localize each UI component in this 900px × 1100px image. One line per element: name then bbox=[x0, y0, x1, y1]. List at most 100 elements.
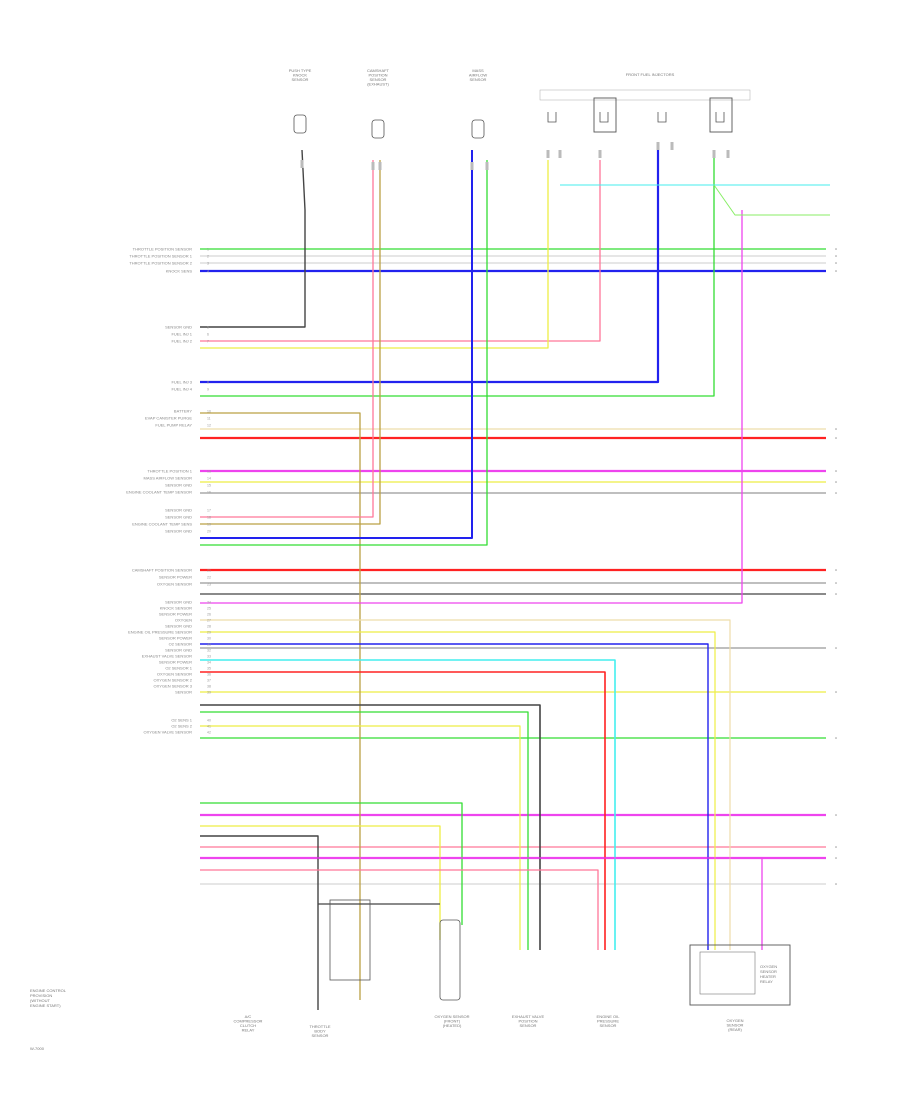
pin-number: 27 bbox=[207, 619, 211, 623]
component-label: SENSOR bbox=[312, 1033, 329, 1038]
pin-label: SENSOR GND bbox=[165, 624, 192, 629]
pin-label: SENSOR GND bbox=[165, 529, 192, 534]
pin-number: 10 bbox=[207, 410, 211, 414]
wire-end bbox=[835, 428, 837, 430]
wire-ltblu bbox=[200, 659, 616, 950]
pin-number: 40 bbox=[207, 719, 211, 723]
wire-blk bbox=[200, 149, 306, 328]
connector-tick bbox=[598, 150, 602, 158]
pin-label: OXYGEN VALVE SENSOR bbox=[143, 730, 192, 735]
pin-number: 36 bbox=[207, 673, 211, 677]
wire-grn bbox=[200, 802, 463, 925]
wire-yel bbox=[200, 160, 549, 349]
pin-label: O2 SENSOR bbox=[169, 642, 192, 647]
connector-tick bbox=[726, 150, 730, 158]
pin-label: ENGINE COOLANT TEMP SENS bbox=[132, 522, 192, 527]
injector-icon bbox=[547, 112, 557, 123]
pin-label: SENSOR GND bbox=[165, 648, 192, 653]
pin-label: FUEL INJ 1 bbox=[171, 332, 192, 337]
title-block: ENGINE START) bbox=[30, 1003, 61, 1008]
component-label: SENSOR bbox=[520, 1023, 537, 1028]
pin-label: O2 SENSOR 1 bbox=[165, 666, 192, 671]
pin-number: 31 bbox=[207, 643, 211, 647]
connector-tick bbox=[371, 162, 375, 170]
pin-label: OXYGEN SENSOR bbox=[157, 672, 192, 677]
pin-label: THROTTLE POSITION SENSOR 1 bbox=[129, 254, 192, 259]
injector-box bbox=[593, 97, 617, 133]
wire-grn bbox=[200, 711, 529, 950]
pin-number: 1 bbox=[207, 248, 209, 252]
pin-number: 23 bbox=[207, 583, 211, 587]
component-label: (EXHAUST) bbox=[367, 82, 389, 87]
wire-end bbox=[835, 248, 837, 250]
component-label: CAMSHAFT bbox=[367, 68, 390, 73]
pin-label: SENSOR bbox=[175, 690, 192, 695]
pin-number: 28 bbox=[207, 625, 211, 629]
wire-end bbox=[835, 437, 837, 439]
wire-end bbox=[835, 857, 837, 859]
pin-number: 42 bbox=[207, 731, 211, 735]
sensor-c1 bbox=[293, 114, 307, 134]
component-label: ENGINE OIL bbox=[597, 1014, 621, 1019]
sensor-c2 bbox=[371, 119, 385, 139]
component-label: SENSOR bbox=[600, 1023, 617, 1028]
oxygen-sensor-body bbox=[439, 919, 461, 1001]
pin-label: CAMSHAFT POSITION SENSOR bbox=[132, 568, 192, 573]
component-label: (REAR) bbox=[728, 1027, 742, 1032]
component-label: KNOCK bbox=[293, 73, 308, 78]
wire-end bbox=[835, 481, 837, 483]
wire-blu bbox=[200, 150, 660, 384]
component-label: PUSH TYPE bbox=[289, 68, 312, 73]
pin-label: BATTERY bbox=[174, 409, 192, 414]
wire-red bbox=[200, 671, 606, 950]
pin-label: THROTTLE POSITION SENSOR 2 bbox=[129, 261, 192, 266]
component-label: PRESSURE bbox=[597, 1019, 619, 1024]
pin-label: EXHAUST VALVE SENSOR bbox=[142, 654, 192, 659]
pin-number: 34 bbox=[207, 661, 211, 665]
wire-brn bbox=[200, 160, 381, 525]
pin-number: 21 bbox=[207, 569, 211, 573]
pin-number: 13 bbox=[207, 470, 211, 474]
wire-blk bbox=[200, 835, 319, 1010]
wire-end bbox=[835, 647, 837, 649]
pin-number: 6 bbox=[207, 333, 209, 337]
pin-label: OXYGEN SENSOR 2 bbox=[154, 678, 193, 683]
pin-label: SENSOR POWER bbox=[159, 660, 192, 665]
pin-number: 26 bbox=[207, 613, 211, 617]
wire-pnk bbox=[200, 160, 601, 342]
wire-end bbox=[835, 737, 837, 739]
side-note: RELAY bbox=[760, 979, 773, 984]
wire-grn bbox=[200, 150, 715, 397]
pin-label: THROTTLE POSITION SENSOR bbox=[133, 247, 192, 252]
wire-yel bbox=[200, 725, 521, 950]
component-label: RELAY bbox=[242, 1028, 255, 1033]
component-label: COMPRESSOR bbox=[234, 1019, 263, 1024]
component-label: SENSOR bbox=[370, 77, 387, 82]
side-note: OXYGEN bbox=[760, 964, 777, 969]
pin-number: 35 bbox=[207, 667, 211, 671]
pin-number: 24 bbox=[207, 601, 211, 605]
pin-number: 17 bbox=[207, 509, 211, 513]
injector-icon bbox=[715, 112, 725, 123]
component-label: FRONT FUEL INJECTORS bbox=[626, 72, 675, 77]
component-label: BODY bbox=[314, 1029, 326, 1034]
pin-label: KNOCK SENS bbox=[166, 269, 193, 274]
component-label: SENSOR bbox=[470, 77, 487, 82]
pin-label: OXYGEN bbox=[175, 618, 192, 623]
pin-label: SENSOR POWER bbox=[159, 636, 192, 641]
pin-number: 20 bbox=[207, 530, 211, 534]
pin-number: 33 bbox=[207, 655, 211, 659]
component-label: A/C bbox=[245, 1014, 252, 1019]
pin-number: 39 bbox=[207, 691, 211, 695]
connector-tick bbox=[300, 160, 304, 168]
title-block: ENGINE CONTROL bbox=[30, 988, 67, 993]
component-label: SENSOR bbox=[727, 1023, 744, 1028]
connector-tick bbox=[485, 162, 489, 170]
component-label: (FRONT) bbox=[444, 1019, 461, 1024]
pin-number: 9 bbox=[207, 388, 209, 392]
connector-tick bbox=[378, 162, 382, 170]
pin-label: EVAP CANISTER PURGE bbox=[145, 416, 192, 421]
component-label: (HEATED) bbox=[443, 1023, 462, 1028]
component-label: CLUTCH bbox=[240, 1023, 256, 1028]
sensor-c3 bbox=[471, 119, 485, 139]
